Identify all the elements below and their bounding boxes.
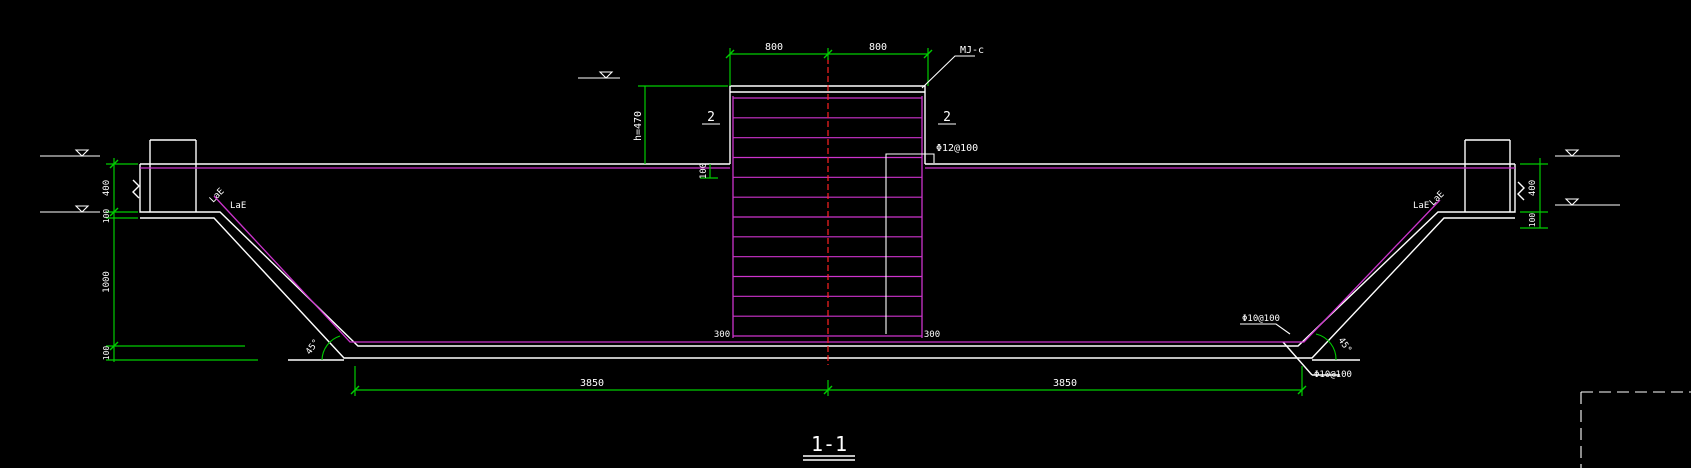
text-labels: 800 800 h=470 100 400 100 1000 100 400 1… xyxy=(102,42,1538,456)
level-symbols xyxy=(40,55,1620,335)
dimension-ticks xyxy=(109,49,1307,395)
section-title: 1-1 xyxy=(811,432,847,456)
lae-right-b: LaE xyxy=(1428,190,1447,209)
dim-step-100: 100 xyxy=(699,163,709,179)
dim-base-left-300: 300 xyxy=(714,330,730,340)
mj-label: MJ-c xyxy=(960,45,984,56)
dim-top-right: 800 xyxy=(869,42,887,53)
dim-right-100: 100 xyxy=(1528,213,1537,228)
angle-left-label: 45° xyxy=(304,338,322,357)
section-mark-right: 2 xyxy=(943,110,951,125)
angle-right-label: 45° xyxy=(1336,336,1354,355)
dimension-lines xyxy=(106,48,1548,396)
dim-left-1000: 1000 xyxy=(102,271,112,293)
dim-base-right-300: 300 xyxy=(924,330,940,340)
lae-right-a: LaE xyxy=(1413,201,1429,211)
dim-left-100b: 100 xyxy=(102,346,111,361)
angle-arcs xyxy=(321,333,1337,361)
dim-left-100a: 100 xyxy=(102,209,111,224)
rebar-right-label: Φ10@100 xyxy=(1242,314,1280,324)
section-mark-left: 2 xyxy=(707,110,715,125)
dim-left-400: 400 xyxy=(102,180,112,196)
dim-top-left: 800 xyxy=(765,42,783,53)
dim-bottom-right: 3850 xyxy=(1053,378,1077,389)
dim-height: h=470 xyxy=(633,111,644,141)
viewport-corner xyxy=(1580,391,1691,468)
dim-right-400: 400 xyxy=(1528,180,1538,196)
lae-left-a: LaE xyxy=(208,187,227,206)
pit-horizontal-bars xyxy=(733,97,925,337)
pit-inner-bar xyxy=(885,153,925,334)
rebar-bottom-label: Φ10@100 xyxy=(1314,370,1352,380)
rebar-top-label: Φ12@100 xyxy=(936,143,978,154)
dim-bottom-left: 3850 xyxy=(580,378,604,389)
lae-left-b: LaE xyxy=(230,201,246,211)
